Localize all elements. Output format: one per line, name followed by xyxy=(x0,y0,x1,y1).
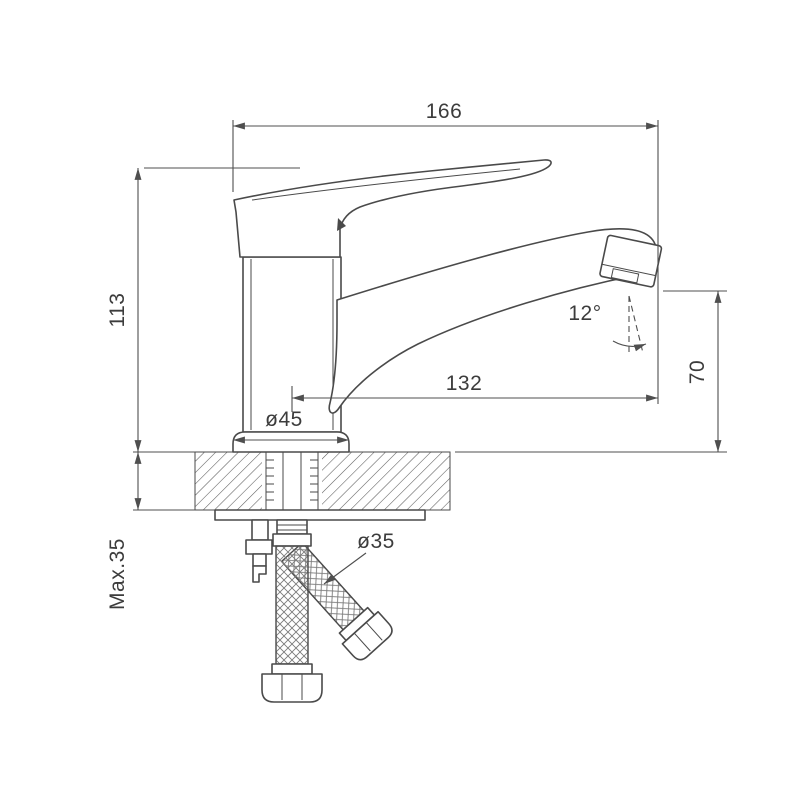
extension-lines xyxy=(133,120,727,511)
outlet-angle-construction: 12° xyxy=(568,295,647,354)
outlet-height-label: 70 xyxy=(686,360,709,384)
overall-width-label: 166 xyxy=(426,100,463,123)
hose-nut-diameter-label: ø35 xyxy=(357,530,395,553)
outlet-angle-label: 12° xyxy=(568,302,601,325)
vertical-hose-nut xyxy=(261,673,323,703)
dim-outlet-height: 70 xyxy=(686,291,722,452)
overall-height-label: 113 xyxy=(106,293,129,328)
faucet-shank xyxy=(265,452,319,510)
dim-overall-width: 166 xyxy=(233,100,658,130)
spout-reach-label: 132 xyxy=(446,372,483,395)
faucet-handle xyxy=(233,159,552,258)
dim-spout-reach: 132 xyxy=(292,372,658,402)
faucet-spout xyxy=(328,228,658,414)
hose-connector xyxy=(272,519,312,547)
vertical-hose-braid xyxy=(275,545,309,665)
aerator-outlet xyxy=(610,268,640,284)
dim-hose-nut-diameter: ø35 xyxy=(323,530,395,585)
dim-base-diameter: ø45 xyxy=(233,408,349,444)
vertical-hose-ferrule xyxy=(271,663,313,675)
handle-pivot-detail xyxy=(337,218,346,231)
mounting-plate xyxy=(214,509,426,521)
angled-hose-nut xyxy=(341,610,393,661)
max-deck-thickness-label: Max.35 xyxy=(106,538,129,610)
dimensions: 166 113 Max.35 132 70 ø45 xyxy=(106,100,727,610)
dim-max-deck-thickness: Max.35 xyxy=(106,452,142,610)
countertop-hatch-right xyxy=(322,452,450,510)
countertop-section xyxy=(194,451,451,511)
mounting-stud xyxy=(245,519,273,583)
dim-overall-height: 113 xyxy=(106,168,142,452)
connector-ferrule xyxy=(272,533,312,547)
base-flange xyxy=(232,431,350,453)
angle-arc xyxy=(612,340,647,352)
stud-foot xyxy=(252,565,267,583)
shank-threads xyxy=(266,459,318,501)
base-diameter-label: ø45 xyxy=(265,408,303,431)
hose-diameter-leader xyxy=(323,552,367,585)
countertop-hatch-left xyxy=(195,452,262,510)
supply-hose-vertical xyxy=(261,545,323,703)
handle-crease xyxy=(251,168,521,201)
